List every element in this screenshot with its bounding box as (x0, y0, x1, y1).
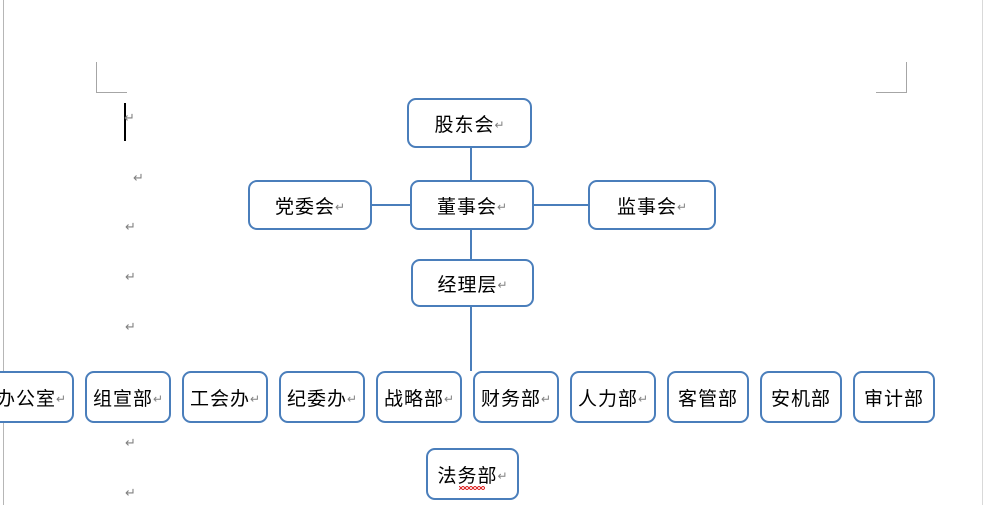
paragraph-mark: ↵ (133, 170, 144, 185)
node-department-8-label: 安机部 (770, 388, 831, 410)
node-department-7[interactable]: 客管部 (667, 371, 749, 423)
margin-mark-top-left (96, 62, 127, 93)
node-department-1-mark: ↵ (152, 391, 164, 406)
node-department-1[interactable]: 组宣部↵ (85, 371, 171, 423)
node-party-committee[interactable]: 党委会↵ (248, 180, 372, 230)
node-board-of-supervisors-label: 监事会 (616, 196, 677, 218)
paragraph-mark: ↵ (125, 219, 136, 234)
paragraph-mark: ↵ (125, 269, 136, 284)
node-department-7-label: 客管部 (677, 388, 738, 410)
connector-shareholders-board (470, 147, 472, 180)
node-department-0-label: 办公室 (0, 388, 56, 410)
paragraph-mark: ↵ (124, 110, 135, 125)
node-management-label: 经理层 (437, 274, 498, 296)
node-department-3-label: 纪委办 (286, 388, 347, 410)
node-department-5[interactable]: 财务部↵ (473, 371, 559, 423)
node-board-of-directors-label: 董事会 (436, 196, 497, 218)
paragraph-mark: ↵ (125, 435, 136, 450)
node-department-9[interactable]: 审计部 (853, 371, 935, 423)
node-department-3[interactable]: 纪委办↵ (279, 371, 365, 423)
node-party-committee-label: 党委会 (274, 196, 335, 218)
connector-party-board (371, 204, 412, 206)
node-board-of-supervisors-mark: ↵ (676, 199, 688, 214)
node-department-6[interactable]: 人力部↵ (570, 371, 656, 423)
node-department-6-mark: ↵ (637, 391, 649, 406)
node-management-mark: ↵ (497, 277, 508, 292)
node-department-4-mark: ↵ (443, 391, 455, 406)
node-legal-department-label: 法务部 (437, 465, 498, 487)
paragraph-mark: ↵ (125, 319, 136, 334)
connector-board-supervisors (533, 204, 588, 206)
node-department-2-label: 工会办 (189, 388, 250, 410)
node-department-2-mark: ↵ (249, 391, 261, 406)
node-legal-department[interactable]: 法务部↵ (426, 448, 519, 500)
margin-mark-top-right (876, 62, 907, 93)
node-department-0-mark: ↵ (55, 391, 67, 406)
paragraph-mark: ↵ (125, 485, 136, 500)
node-department-5-mark: ↵ (540, 391, 552, 406)
node-shareholders-mark: ↵ (494, 117, 505, 132)
node-department-2[interactable]: 工会办↵ (182, 371, 268, 423)
node-shareholders-label: 股东会 (434, 114, 495, 136)
node-department-8[interactable]: 安机部 (760, 371, 842, 423)
node-department-4-label: 战略部 (383, 388, 444, 410)
node-department-5-label: 财务部 (480, 388, 541, 410)
node-department-0[interactable]: 办公室↵ (0, 371, 74, 423)
node-shareholders[interactable]: 股东会↵ (407, 98, 532, 148)
node-department-1-label: 组宣部 (92, 388, 153, 410)
node-department-3-mark: ↵ (346, 391, 358, 406)
node-department-4[interactable]: 战略部↵ (376, 371, 462, 423)
connector-management-departments (470, 306, 472, 371)
node-management[interactable]: 经理层↵ (411, 259, 534, 307)
node-department-6-label: 人力部 (577, 388, 638, 410)
node-legal-department-mark: ↵ (497, 468, 508, 483)
node-department-9-label: 审计部 (863, 388, 924, 410)
spellcheck-underline (459, 485, 486, 490)
node-board-of-directors-mark: ↵ (496, 199, 508, 214)
node-party-committee-mark: ↵ (334, 199, 346, 214)
page-edge-right (982, 0, 983, 505)
node-board-of-directors[interactable]: 董事会↵ (410, 180, 534, 230)
connector-board-management (470, 228, 472, 260)
node-board-of-supervisors[interactable]: 监事会↵ (588, 180, 716, 230)
text-caret (124, 103, 126, 141)
page-edge-left (3, 0, 4, 505)
